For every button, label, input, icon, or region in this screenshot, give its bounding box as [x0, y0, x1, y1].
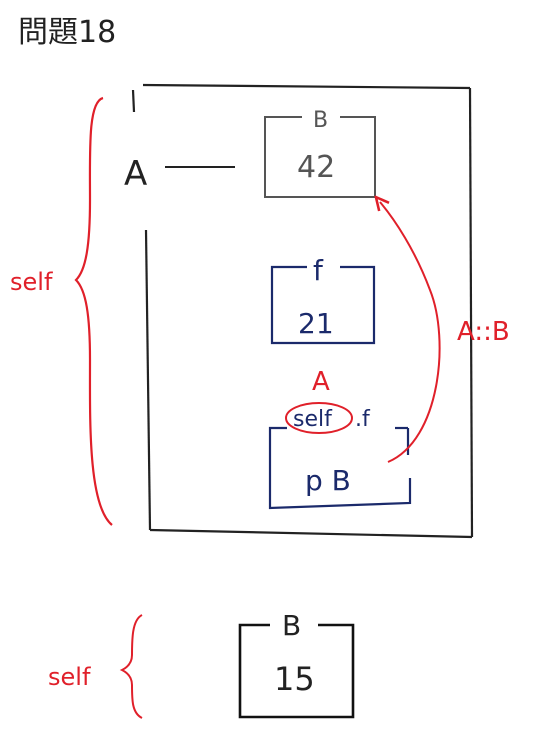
- top-level-b-name: B: [282, 609, 301, 642]
- class-a-label: A: [124, 154, 147, 194]
- constant-b-value: 42: [297, 150, 335, 185]
- constant-b-42-box: B 42: [264, 108, 376, 198]
- method-name-rest: .f: [355, 407, 371, 432]
- class-a-box: [131, 83, 474, 539]
- constant-lookup-label: A::B: [457, 317, 510, 347]
- variable-f-value: 21: [298, 307, 334, 340]
- constant-b-name: B: [313, 108, 328, 133]
- variable-f-box: f 21: [270, 254, 376, 345]
- self-scope-label-top: self: [10, 268, 53, 296]
- top-level-b-value: 15: [274, 660, 315, 698]
- method-self-f-box: self .f p B: [268, 402, 412, 510]
- method-body: p B: [305, 464, 351, 497]
- diagram-title: 問題18: [18, 15, 116, 50]
- red-a-marker: A: [312, 367, 330, 397]
- self-scope-label-bottom: self: [48, 663, 91, 691]
- self-scope-brace-bottom: [119, 614, 143, 719]
- method-self-word: self: [293, 407, 333, 432]
- variable-f-name: f: [313, 254, 324, 287]
- top-level-b-box: B 15: [238, 609, 355, 719]
- self-scope-brace-top: [74, 96, 113, 526]
- constant-lookup-arrow: [380, 202, 441, 463]
- self-circle-highlight: [285, 402, 353, 434]
